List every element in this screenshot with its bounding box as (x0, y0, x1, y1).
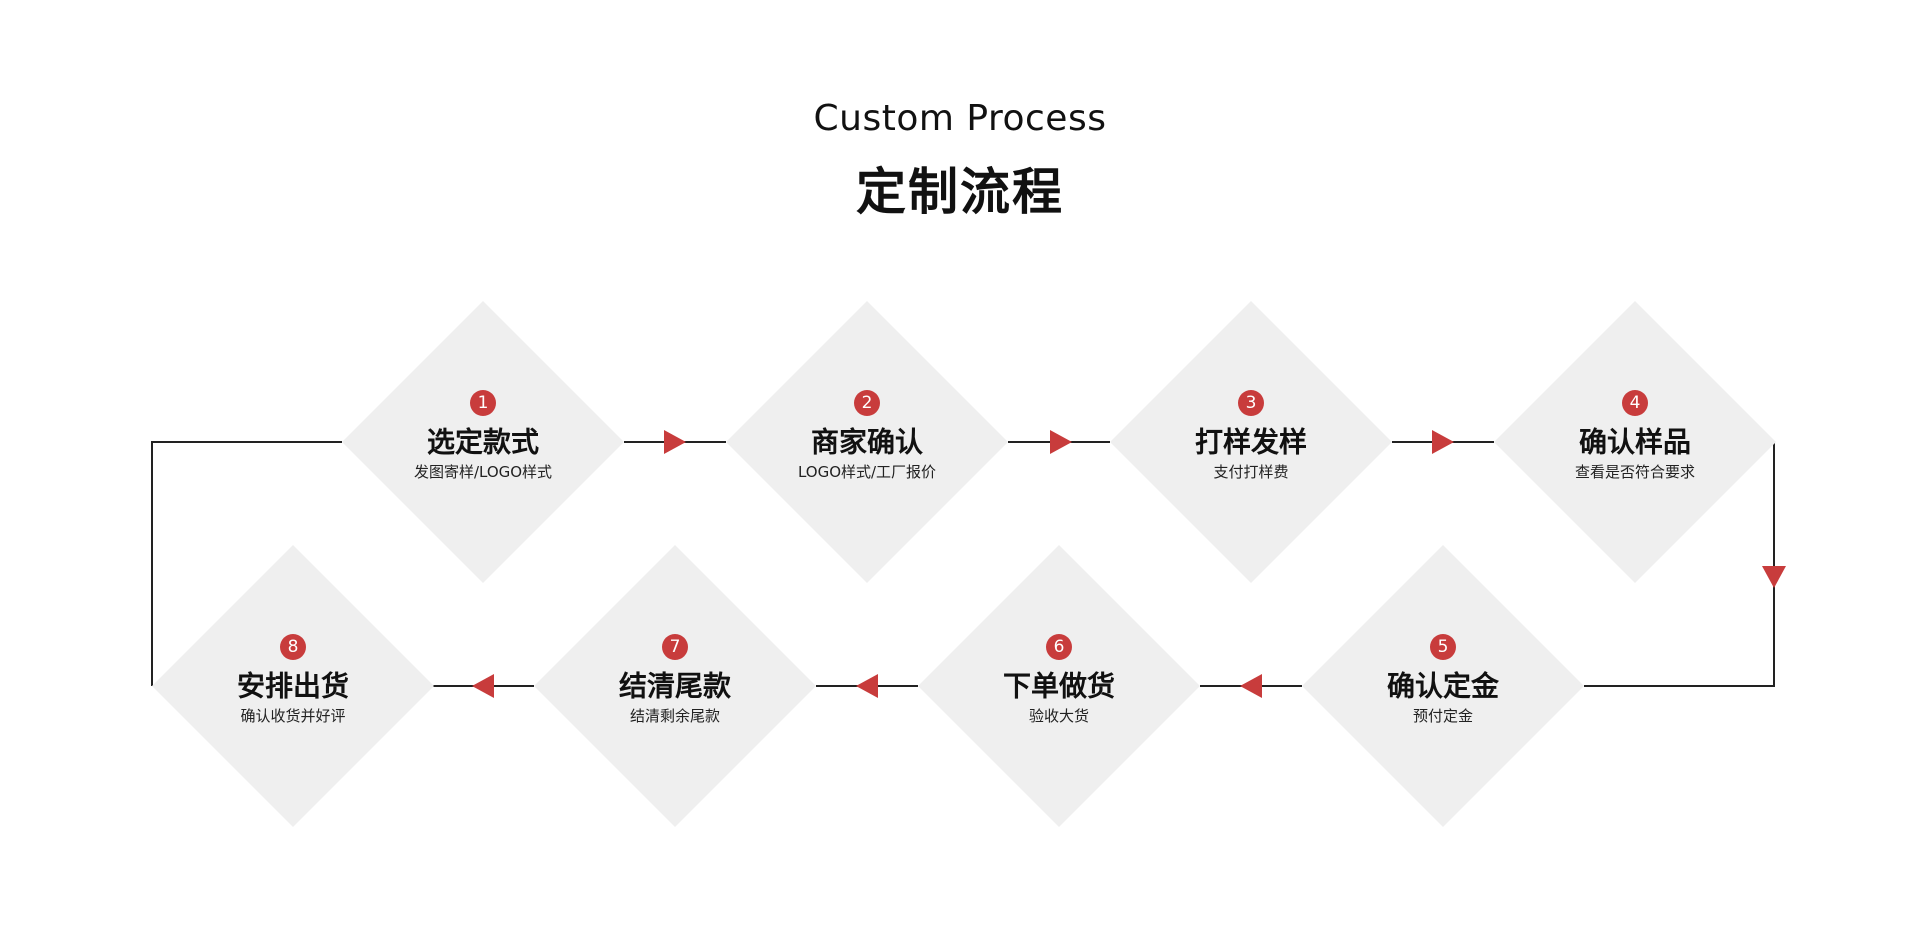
step-title: 商家确认 (811, 426, 923, 459)
arrow-left-icon (856, 674, 878, 698)
step-title: 选定款式 (427, 426, 539, 459)
step-subtitle: 预付定金 (1413, 707, 1473, 725)
arrow-right-icon (664, 430, 686, 454)
step-number: 2 (862, 393, 873, 413)
step-title: 安排出货 (237, 670, 349, 703)
step-number: 3 (1246, 393, 1257, 413)
page-title-english: Custom Process (813, 98, 1107, 139)
connector-4-5 (1584, 442, 1775, 687)
step-subtitle: 查看是否符合要求 (1575, 463, 1695, 481)
step-number: 6 (1054, 637, 1065, 657)
step-diamond (918, 545, 1200, 827)
step-number: 4 (1630, 393, 1641, 413)
step-diamond (534, 545, 816, 827)
arrows (472, 430, 1786, 698)
step-node: 7 结清尾款 结清剩余尾款 (534, 545, 816, 827)
step-number-badge (1238, 390, 1264, 416)
step-diamond (726, 301, 1008, 583)
step-subtitle: 确认收货并好评 (240, 707, 345, 725)
arrow-right-icon (1050, 430, 1072, 454)
arrow-left-icon (1240, 674, 1262, 698)
step-title: 确认样品 (1579, 426, 1691, 459)
step-node: 6 下单做货 验收大货 (918, 545, 1200, 827)
step-number-badge (470, 390, 496, 416)
step-number: 1 (478, 393, 489, 413)
page-title-chinese: 定制流程 (856, 163, 1064, 221)
arrow-right-icon (1432, 430, 1454, 454)
step-number: 8 (288, 637, 299, 657)
connector-8-1 (151, 441, 342, 686)
step-number-badge (280, 634, 306, 660)
step-number-badge (662, 634, 688, 660)
steps: 1 选定款式 发图寄样/LOGO样式 2 商家确认 LOGO样式/工厂报价 3 … (152, 301, 1776, 827)
step-diamond (342, 301, 624, 583)
step-title: 确认定金 (1387, 670, 1500, 703)
step-diamond (1302, 545, 1584, 827)
step-node: 5 确认定金 预付定金 (1302, 545, 1584, 827)
step-subtitle: LOGO样式/工厂报价 (798, 463, 936, 481)
arrow-down-icon (1762, 566, 1786, 588)
arrow-left-icon (472, 674, 494, 698)
step-number-badge (854, 390, 880, 416)
step-number-badge (1046, 634, 1072, 660)
step-subtitle: 结清剩余尾款 (630, 707, 720, 725)
step-subtitle: 验收大货 (1029, 707, 1089, 725)
step-title: 结清尾款 (619, 670, 732, 703)
step-title: 打样发样 (1195, 426, 1307, 459)
step-subtitle: 发图寄样/LOGO样式 (414, 463, 552, 481)
step-node: 1 选定款式 发图寄样/LOGO样式 (342, 301, 624, 583)
step-number: 7 (670, 637, 681, 657)
step-diamond (1110, 301, 1392, 583)
step-diamond (152, 545, 434, 827)
step-number: 5 (1438, 637, 1449, 657)
step-node: 2 商家确认 LOGO样式/工厂报价 (726, 301, 1008, 583)
step-diamond (1494, 301, 1776, 583)
step-number-badge (1430, 634, 1456, 660)
step-node: 4 确认样品 查看是否符合要求 (1494, 301, 1776, 583)
step-node: 3 打样发样 支付打样费 (1110, 301, 1392, 583)
step-subtitle: 支付打样费 (1213, 463, 1288, 481)
step-title: 下单做货 (1003, 670, 1115, 703)
step-number-badge (1622, 390, 1648, 416)
step-node: 8 安排出货 确认收货并好评 (152, 545, 434, 827)
